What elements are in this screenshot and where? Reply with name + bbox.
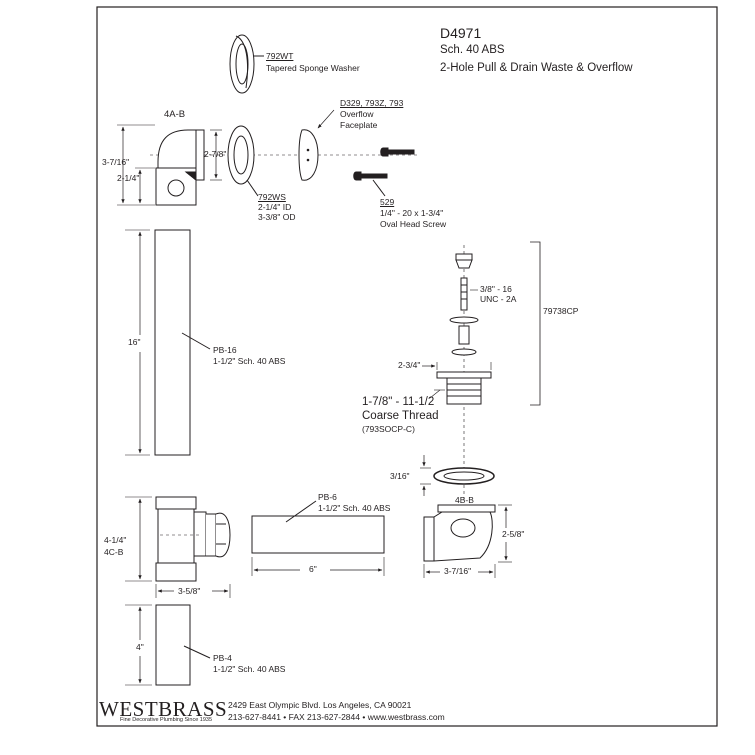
- pipe-pb6: [251, 515, 385, 554]
- oval-head-screw-bottom: [353, 171, 388, 181]
- drain-gasket: [433, 467, 495, 485]
- brand-logo: WESTBRASS: [99, 697, 228, 721]
- dim-4bb-height: 2-5/8": [502, 529, 525, 539]
- label-pb6-spec: 1-1/2" Sch. 40 ABS: [318, 503, 391, 513]
- overflow-faceplate: [298, 129, 319, 181]
- header-description: 2-Hole Pull & Drain Waste & Overflow: [440, 62, 633, 74]
- label-529-code: 529: [380, 197, 395, 207]
- label-792ws-id: 2-1/4" ID: [258, 202, 292, 212]
- label-stem-class: UNC - 2A: [480, 294, 517, 304]
- header-material: Sch. 40 ABS: [440, 44, 505, 56]
- drain-nut: [451, 348, 477, 356]
- dim-pb16-length: 16": [128, 337, 141, 347]
- label-faceplate-line2: Faceplate: [340, 120, 378, 130]
- drain-body: [436, 371, 492, 405]
- label-pb16-code: PB-16: [213, 345, 237, 355]
- label-pb16-spec: 1-1/2" Sch. 40 ABS: [213, 356, 286, 366]
- dim-gasket: 3/16": [390, 471, 410, 481]
- footer-contact: 213-627-8441 • FAX 213-627-2844 • www.we…: [228, 712, 445, 722]
- label-529-spec: 1/4" - 20 x 1-3/4": [380, 208, 444, 218]
- tee-4cb: [155, 496, 231, 582]
- label-pb4-spec: 1-1/2" Sch. 40 ABS: [213, 664, 286, 674]
- label-529-name: Oval Head Screw: [380, 219, 447, 229]
- sheet-border: [96, 6, 718, 727]
- dim-4cb-height: 4-1/4": [104, 535, 127, 545]
- label-792wt-code: 792WT: [266, 51, 294, 61]
- pipe-pb4: [155, 604, 191, 686]
- footer-address: 2429 East Olympic Blvd. Los Angeles, CA …: [228, 700, 412, 710]
- dim-4ab-lower: 2-1/4": [117, 173, 140, 183]
- dim-4ab-width: 2-7/8": [204, 149, 227, 159]
- label-pb6-code: PB-6: [318, 492, 337, 502]
- dim-pb4-length: 4": [136, 642, 144, 652]
- label-thread-dim: 1-7/8" - 11-1/2: [362, 396, 435, 408]
- label-792wt-name: Tapered Sponge Washer: [266, 63, 360, 73]
- label-4cb-code: 4C-B: [104, 547, 124, 557]
- model-number: D4971: [440, 25, 482, 41]
- tapered-washer-792wt: [229, 34, 255, 94]
- dim-4bb-width: 3-7/16": [444, 566, 472, 576]
- dim-4cb-width: 3-5/8": [178, 586, 201, 596]
- label-4ab-code: 4A-B: [164, 109, 186, 120]
- label-79738cp: 79738CP: [543, 306, 579, 316]
- dim-flange: 2-3/4": [398, 360, 421, 370]
- drain-stem: [460, 277, 468, 311]
- label-pb4-code: PB-4: [213, 653, 232, 663]
- shoe-4bb: [423, 504, 496, 562]
- label-thread-name: Coarse Thread: [362, 410, 439, 422]
- elbow-4ab: [155, 129, 205, 206]
- drain-tube: [458, 325, 470, 345]
- drain-cap: [455, 253, 473, 269]
- label-792ws-od: 3-3/8" OD: [258, 212, 296, 222]
- label-792ws-code: 792WS: [258, 192, 286, 202]
- label-stem-thread: 3/8" - 16: [480, 284, 512, 294]
- washer-792ws: [227, 125, 255, 185]
- brand-tagline: Fine Decorative Plumbing Since 1935: [120, 717, 213, 723]
- dim-4ab-height: 3-7/16": [102, 157, 130, 167]
- label-thread-code: (793SOCP-C): [362, 424, 415, 434]
- pipe-pb16: [154, 229, 191, 456]
- drain-washer: [449, 316, 479, 324]
- label-faceplate-codes: D329, 793Z, 793: [340, 98, 404, 108]
- oval-head-screw-top: [380, 147, 415, 157]
- label-4bb-code: 4B-B: [455, 495, 474, 505]
- dim-pb6-length: 6": [309, 564, 317, 574]
- label-faceplate-line1: Overflow: [340, 109, 374, 119]
